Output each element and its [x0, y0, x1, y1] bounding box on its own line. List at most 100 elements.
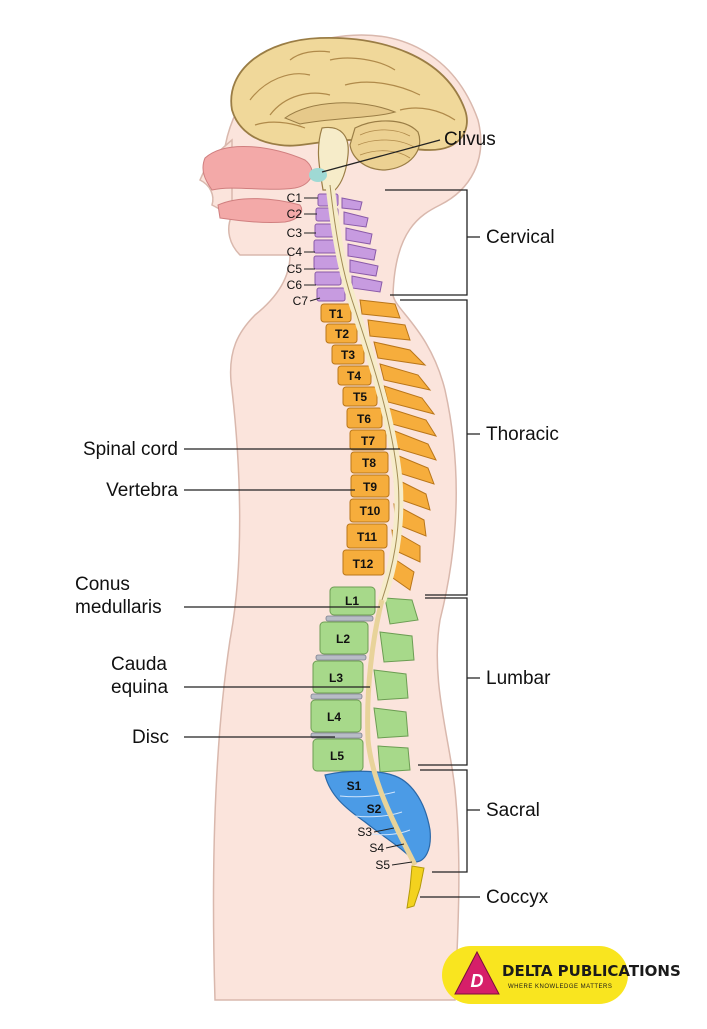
thoracic-body [346, 523, 388, 549]
cervical-process [345, 227, 373, 245]
label-lumbar: Lumbar [486, 668, 551, 689]
lumbar-bodies [310, 586, 376, 772]
label-cauda-line2: equina [111, 677, 168, 698]
vertebra-label-s3: S3 [357, 825, 372, 839]
left-leaders [184, 448, 400, 738]
logo-title: DELTA PUBLICATIONS [502, 962, 681, 980]
logo-subtitle: WHERE KNOWLEDGE MATTERS [508, 984, 612, 990]
vertebra-label-t3: T3 [341, 348, 355, 362]
lumbar-labels: L1 L2 L3 L4 L5 [327, 594, 359, 763]
thoracic-bodies [320, 303, 390, 576]
vertebra-label-c4: C4 [287, 245, 303, 259]
sacral-labels: S1 S2 S3 S4 S5 [347, 779, 391, 872]
bracket-lumbar [418, 597, 480, 766]
thoracic-body [349, 429, 387, 451]
cerebellum-folia [357, 129, 415, 159]
label-cervical: Cervical [486, 227, 555, 248]
body-silhouette [212, 34, 482, 1001]
region-brackets [321, 139, 480, 898]
label-vertebra: Vertebra [106, 480, 178, 501]
sacral-lines [339, 791, 411, 836]
disc [310, 693, 363, 700]
delta-publications-logo: D DELTA PUBLICATIONS WHERE KNOWLEDGE MAT… [442, 946, 681, 1004]
lumbar-spinous-processes [373, 597, 419, 773]
bracket-cervical [385, 189, 480, 296]
bracket-thoracic [400, 299, 480, 596]
cerebellum [349, 120, 421, 171]
lumbar-body [319, 621, 369, 655]
vertebra-label-s1: S1 [347, 779, 362, 793]
label-spinal-cord: Spinal cord [83, 439, 178, 460]
cervical-process [349, 259, 379, 277]
vertebra-label-l5: L5 [330, 749, 344, 763]
thoracic-process [359, 299, 401, 319]
coccyx-bone [406, 865, 425, 909]
vertebra-label-c5: C5 [287, 262, 303, 276]
label-cauda-line1: Cauda [111, 654, 167, 675]
thoracic-body [320, 303, 352, 323]
cervical-process [351, 275, 383, 293]
lumbar-process [373, 707, 409, 739]
vertebra-label-c1: C1 [287, 191, 303, 205]
label-disc: Disc [132, 727, 169, 748]
label-clivus: Clivus [444, 129, 496, 150]
vertebra-label-l1: L1 [345, 594, 359, 608]
vertebra-label-c7: C7 [293, 294, 309, 308]
lumbar-process [384, 597, 419, 625]
thoracic-spinous-processes [359, 299, 438, 591]
vertebra-label-t8: T8 [362, 456, 376, 470]
logo-letter: D [471, 971, 484, 991]
lumbar-body [312, 660, 364, 694]
brain [230, 36, 468, 151]
vertebra-label-l4: L4 [327, 710, 341, 724]
sacral-ticks [373, 827, 413, 866]
vertebra-label-l3: L3 [329, 671, 343, 685]
vertebra-label-t4: T4 [347, 369, 361, 383]
disc [315, 654, 367, 661]
tick-s4 [385, 843, 405, 849]
thoracic-body [325, 323, 358, 344]
cervical-body [313, 255, 340, 270]
sacral-line [371, 829, 411, 836]
lumbar-process [373, 669, 409, 701]
cervical-process [347, 243, 377, 261]
cervical-ticks [304, 197, 321, 302]
thoracic-body [342, 386, 378, 407]
thoracic-body [350, 474, 390, 498]
vertebra-label-t2: T2 [335, 327, 349, 341]
bracket-sacral [420, 769, 480, 873]
vertebra-label-l2: L2 [336, 632, 350, 646]
vertebra-label-t10: T10 [360, 504, 381, 518]
clivus-bone [309, 168, 327, 182]
label-conus-line1: Conus [75, 574, 130, 595]
cervical-process [343, 211, 369, 228]
vertebra-label-c6: C6 [287, 278, 303, 292]
cervical-body [314, 271, 342, 286]
label-thoracic: Thoracic [486, 424, 559, 445]
label-conus-line2: medullaris [75, 597, 162, 618]
vertebra-label-t12: T12 [353, 557, 374, 571]
lumbar-process [379, 631, 415, 663]
cervical-body [316, 287, 346, 302]
thoracic-process [373, 341, 427, 366]
sacral-line [354, 811, 403, 818]
thoracic-body [337, 365, 372, 386]
oral-cavity [217, 198, 303, 224]
tick-s3 [373, 827, 395, 833]
vertebra-label-s2: S2 [367, 802, 382, 816]
cervical-spinous-processes [341, 197, 383, 293]
lumbar-body [310, 699, 362, 733]
tick-s5 [391, 861, 413, 866]
cervical-labels: C1 C2 C3 C4 C5 C6 C7 [287, 191, 309, 308]
logo-delta-icon [454, 950, 500, 995]
thoracic-body [342, 549, 385, 576]
vertebra-label-t9: T9 [363, 480, 377, 494]
nasal-cavity [202, 145, 313, 191]
spinal-cord-outline [329, 184, 400, 601]
thoracic-labels: T1 T2 T3 T4 T5 T6 T7 T8 T9 T10 T11 T12 [329, 307, 381, 571]
thoracic-body [349, 498, 390, 523]
thoracic-process [379, 363, 432, 391]
cervical-process [341, 197, 363, 211]
